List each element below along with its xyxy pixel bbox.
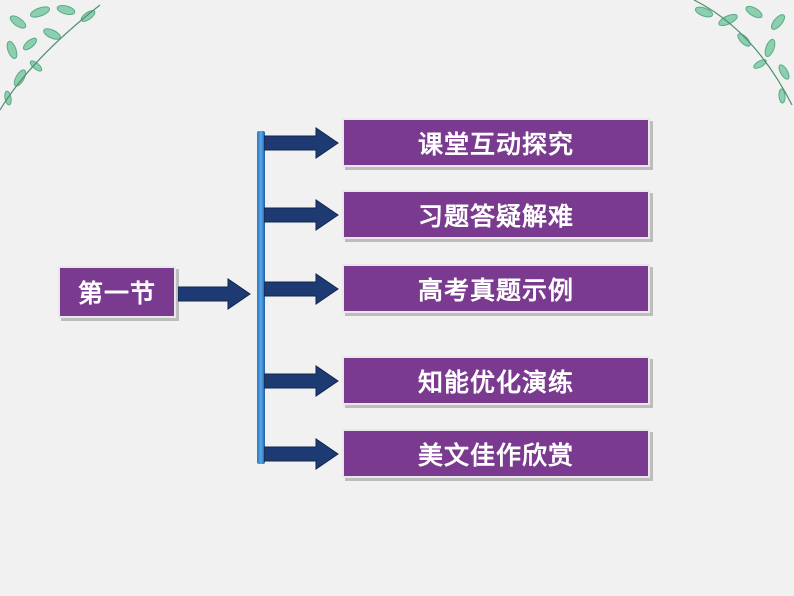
item-label: 习题答疑解难 — [417, 201, 574, 231]
leaf-decoration-left — [0, 4, 101, 111]
item-box-practice[interactable]: 知能优化演练 — [342, 356, 650, 405]
arrow-right-icon — [264, 273, 339, 305]
arrow-right-icon — [178, 278, 251, 310]
item-label: 课堂互动探究 — [417, 129, 574, 159]
arrow-right-icon — [264, 438, 339, 470]
connector-bar — [257, 131, 265, 464]
item-box-exam-examples[interactable]: 高考真题示例 — [342, 264, 650, 313]
arrow-right-icon — [264, 199, 339, 231]
arrow-right-icon — [264, 365, 339, 397]
section-label: 第一节 — [77, 279, 156, 308]
item-box-exercise-answers[interactable]: 习题答疑解难 — [342, 190, 650, 239]
item-box-fine-essays[interactable]: 美文佳作欣赏 — [342, 429, 650, 478]
section-box: 第一节 — [58, 266, 176, 318]
item-box-classroom-inquiry[interactable]: 课堂互动探究 — [342, 118, 650, 167]
leaf-decoration-right — [693, 0, 793, 106]
item-label: 知能优化演练 — [417, 367, 574, 397]
item-label: 高考真题示例 — [417, 275, 574, 305]
arrow-right-icon — [264, 127, 339, 159]
item-label: 美文佳作欣赏 — [417, 440, 574, 470]
